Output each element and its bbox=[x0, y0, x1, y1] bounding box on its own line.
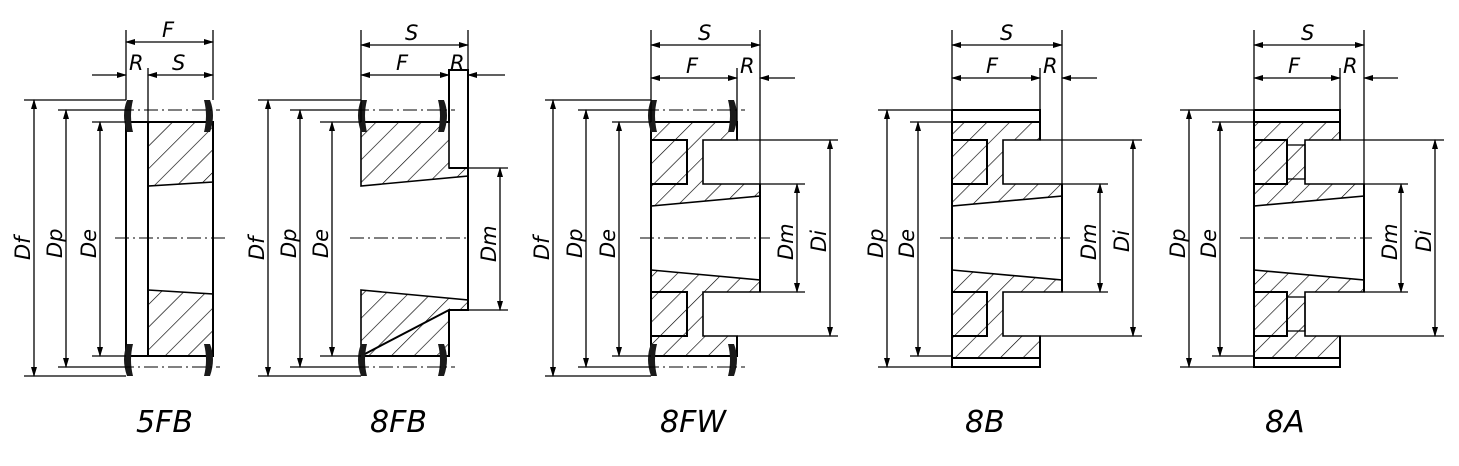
web-section-bottom bbox=[1253, 269, 1365, 359]
label-S: S bbox=[172, 51, 185, 75]
label-Di: Di bbox=[1412, 230, 1436, 252]
label-F: F bbox=[686, 54, 699, 78]
web-section-top bbox=[1253, 121, 1365, 207]
profile-8FB: S F R Df Dp De Dm 8FB bbox=[245, 21, 508, 440]
label-De: De bbox=[77, 229, 101, 258]
hub-section-bottom bbox=[360, 289, 469, 357]
web-hole-bottom bbox=[1286, 296, 1306, 332]
web-hole-top bbox=[1286, 144, 1306, 180]
belt-top-left bbox=[124, 100, 133, 132]
label-Dp: Dp bbox=[43, 228, 67, 258]
belt-top-right bbox=[204, 100, 213, 132]
label-Di: Di bbox=[807, 230, 831, 252]
label-R: R bbox=[740, 54, 755, 78]
label-R: R bbox=[1343, 54, 1358, 78]
caption-8FB: 8FB bbox=[370, 405, 427, 440]
label-Dp: Dp bbox=[563, 228, 587, 258]
label-Df: Df bbox=[11, 233, 35, 260]
label-De: De bbox=[309, 229, 333, 258]
label-Df: Df bbox=[245, 233, 269, 260]
profile-8FW: S F R Df Dp De Dm Di 8FW bbox=[530, 21, 838, 440]
label-De: De bbox=[895, 229, 919, 258]
label-Dm: Dm bbox=[477, 225, 501, 262]
belt-top-right bbox=[438, 100, 447, 132]
label-Df: Df bbox=[530, 233, 554, 260]
hub-section-top bbox=[147, 121, 214, 187]
label-F: F bbox=[986, 54, 999, 78]
caption-8B: 8B bbox=[965, 405, 1005, 440]
hub-section-top bbox=[360, 121, 469, 187]
label-Dm: Dm bbox=[774, 223, 798, 260]
label-Dm: Dm bbox=[1077, 223, 1101, 260]
label-S: S bbox=[1301, 21, 1314, 45]
profile-5FB: F R S Df Dp De 5FB bbox=[11, 18, 225, 440]
label-S: S bbox=[698, 21, 711, 45]
web-section-top bbox=[951, 121, 1063, 207]
label-F: F bbox=[1288, 54, 1301, 78]
belt-top-left bbox=[648, 100, 657, 132]
profile-8B: S F R Dp De Dm Di 8B bbox=[864, 21, 1142, 440]
profile-8A: S F R Dp De Dm Di 8A bbox=[1166, 21, 1444, 440]
belt-top-left bbox=[358, 100, 367, 132]
belt-bottom-right bbox=[438, 344, 447, 376]
label-F: F bbox=[162, 18, 175, 42]
label-S: S bbox=[1000, 21, 1013, 45]
label-R: R bbox=[450, 51, 465, 75]
label-Dp: Dp bbox=[864, 228, 888, 258]
caption-5FB: 5FB bbox=[136, 405, 193, 440]
label-S: S bbox=[405, 21, 418, 45]
web-section-bottom bbox=[650, 269, 761, 357]
caption-8A: 8A bbox=[1265, 405, 1305, 440]
belt-bottom-left bbox=[358, 344, 367, 376]
belt-top-right bbox=[728, 100, 737, 132]
pulley-outline bbox=[125, 121, 214, 357]
web-section-top bbox=[650, 121, 761, 207]
hub-section-bottom bbox=[147, 289, 214, 357]
label-F: F bbox=[396, 51, 409, 75]
label-Di: Di bbox=[1110, 230, 1134, 252]
label-R: R bbox=[1043, 54, 1058, 78]
belt-bottom-left bbox=[124, 344, 133, 376]
caption-8FW: 8FW bbox=[660, 405, 727, 440]
label-Dp: Dp bbox=[1166, 228, 1190, 258]
label-R: R bbox=[129, 51, 144, 75]
belt-bottom-right bbox=[204, 344, 213, 376]
label-De: De bbox=[596, 229, 620, 258]
belt-bottom-left bbox=[648, 344, 657, 376]
label-Dp: Dp bbox=[277, 228, 301, 258]
label-Dm: Dm bbox=[1378, 223, 1402, 260]
web-section-bottom bbox=[951, 269, 1063, 359]
label-De: De bbox=[1197, 229, 1221, 258]
belt-bottom-right bbox=[728, 344, 737, 376]
